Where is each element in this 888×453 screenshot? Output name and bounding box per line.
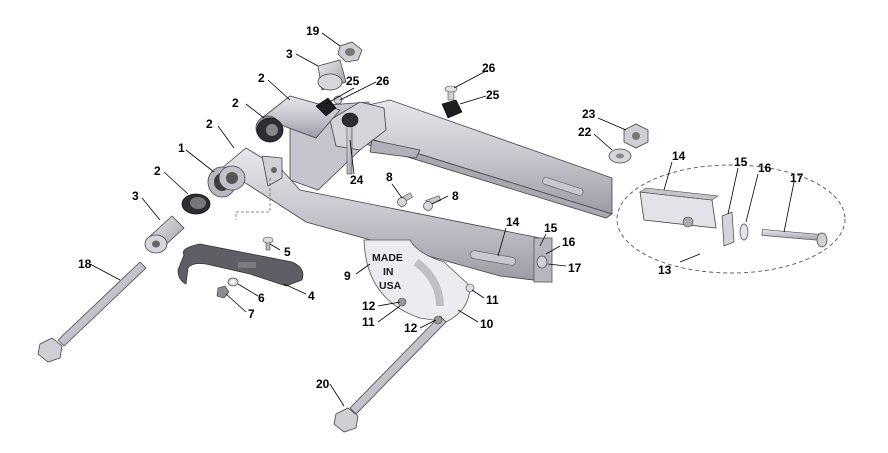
washer-22 <box>608 148 632 164</box>
callouts: 19 3 2 25 26 2 26 25 2 1 2 3 18 5 6 7 4 … <box>78 24 804 391</box>
adjuster-washer-16 <box>739 223 749 241</box>
callout-24: 24 <box>350 173 364 187</box>
shock-bolt-24 <box>341 112 359 175</box>
callout-8-b: 8 <box>452 189 459 203</box>
spacer-3-left <box>144 215 185 254</box>
callout-25-right: 25 <box>486 88 500 102</box>
adjuster-block-14 <box>639 187 719 229</box>
stamp-line-2: IN <box>383 266 394 278</box>
pivot-bolt-20 <box>333 315 447 433</box>
callout-23: 23 <box>582 107 596 121</box>
callout-2-upper: 2 <box>232 96 239 110</box>
subassembly-13-outline <box>616 164 846 274</box>
clamp-25-right <box>441 99 463 119</box>
callout-4: 4 <box>308 289 315 303</box>
nut-19 <box>337 41 363 63</box>
chain-guide-pad <box>238 262 256 268</box>
callout-3-top: 3 <box>286 47 293 61</box>
callout-26-top: 26 <box>376 74 390 88</box>
screw-5 <box>262 236 274 251</box>
callout-15-right: 15 <box>734 155 748 169</box>
callout-11-a: 11 <box>362 315 375 329</box>
callout-5: 5 <box>284 245 291 259</box>
callout-6: 6 <box>258 291 265 305</box>
bushing-2-left <box>181 193 211 215</box>
callout-10: 10 <box>480 317 494 331</box>
bushing-2-mid <box>218 165 246 191</box>
callout-13: 13 <box>658 263 672 277</box>
swingarm-right-adjuster-slot <box>542 177 584 196</box>
callout-3-left: 3 <box>132 189 139 203</box>
sprocket-guard-rib <box>413 258 444 307</box>
callout-18: 18 <box>78 257 92 271</box>
callout-14-left: 14 <box>506 215 520 229</box>
callout-2-left: 2 <box>154 164 161 178</box>
callout-9: 9 <box>344 269 351 283</box>
callout-26-right: 26 <box>482 61 496 75</box>
bolt-8-b <box>423 195 441 211</box>
callout-2-top: 2 <box>258 71 265 85</box>
adjuster-plate-15 <box>721 211 735 247</box>
washer-6 <box>227 277 239 287</box>
swingarm-brace <box>369 139 421 159</box>
swingarm-shock-mount <box>329 101 387 151</box>
nut-23 <box>623 123 649 149</box>
callout-7: 7 <box>248 307 255 321</box>
callout-2-mid: 2 <box>206 117 213 131</box>
spacer-3-top <box>317 59 347 91</box>
clamp-25-left <box>315 97 337 117</box>
callout-16-left: 16 <box>562 235 576 249</box>
callout-8-a: 8 <box>386 170 393 184</box>
swingarm-left-adjuster-slot <box>469 250 517 266</box>
callout-17-right: 17 <box>790 171 804 185</box>
callout-11-b: 11 <box>486 293 499 307</box>
left-pivot-plate-hole <box>271 167 277 173</box>
callout-15-left: 15 <box>544 221 558 235</box>
callout-22: 22 <box>578 125 592 139</box>
hidden-line-5 <box>235 178 271 220</box>
stamp-line-3: USA <box>379 280 402 292</box>
axle-end-17 <box>536 255 548 269</box>
leader-lines <box>89 32 795 407</box>
adjuster-bolt-17 <box>761 229 828 248</box>
pivot-bolt-18 <box>37 261 147 363</box>
stamp-line-1: MADE <box>372 252 403 264</box>
callout-16-right: 16 <box>758 161 772 175</box>
callout-1: 1 <box>178 141 185 155</box>
callout-14-right: 14 <box>672 149 686 163</box>
callout-12-b: 12 <box>404 321 418 335</box>
nut-7 <box>216 285 230 299</box>
callout-17-left: 17 <box>568 261 582 275</box>
callout-12-a: 12 <box>362 299 376 313</box>
bushing-2-top <box>256 117 284 143</box>
callout-20: 20 <box>316 377 330 391</box>
bolt-26-right <box>444 85 458 101</box>
spacer-12-b <box>433 315 443 325</box>
swingarm-right-arm <box>355 99 613 215</box>
callout-25-top: 25 <box>346 74 360 88</box>
callout-19: 19 <box>306 24 320 38</box>
